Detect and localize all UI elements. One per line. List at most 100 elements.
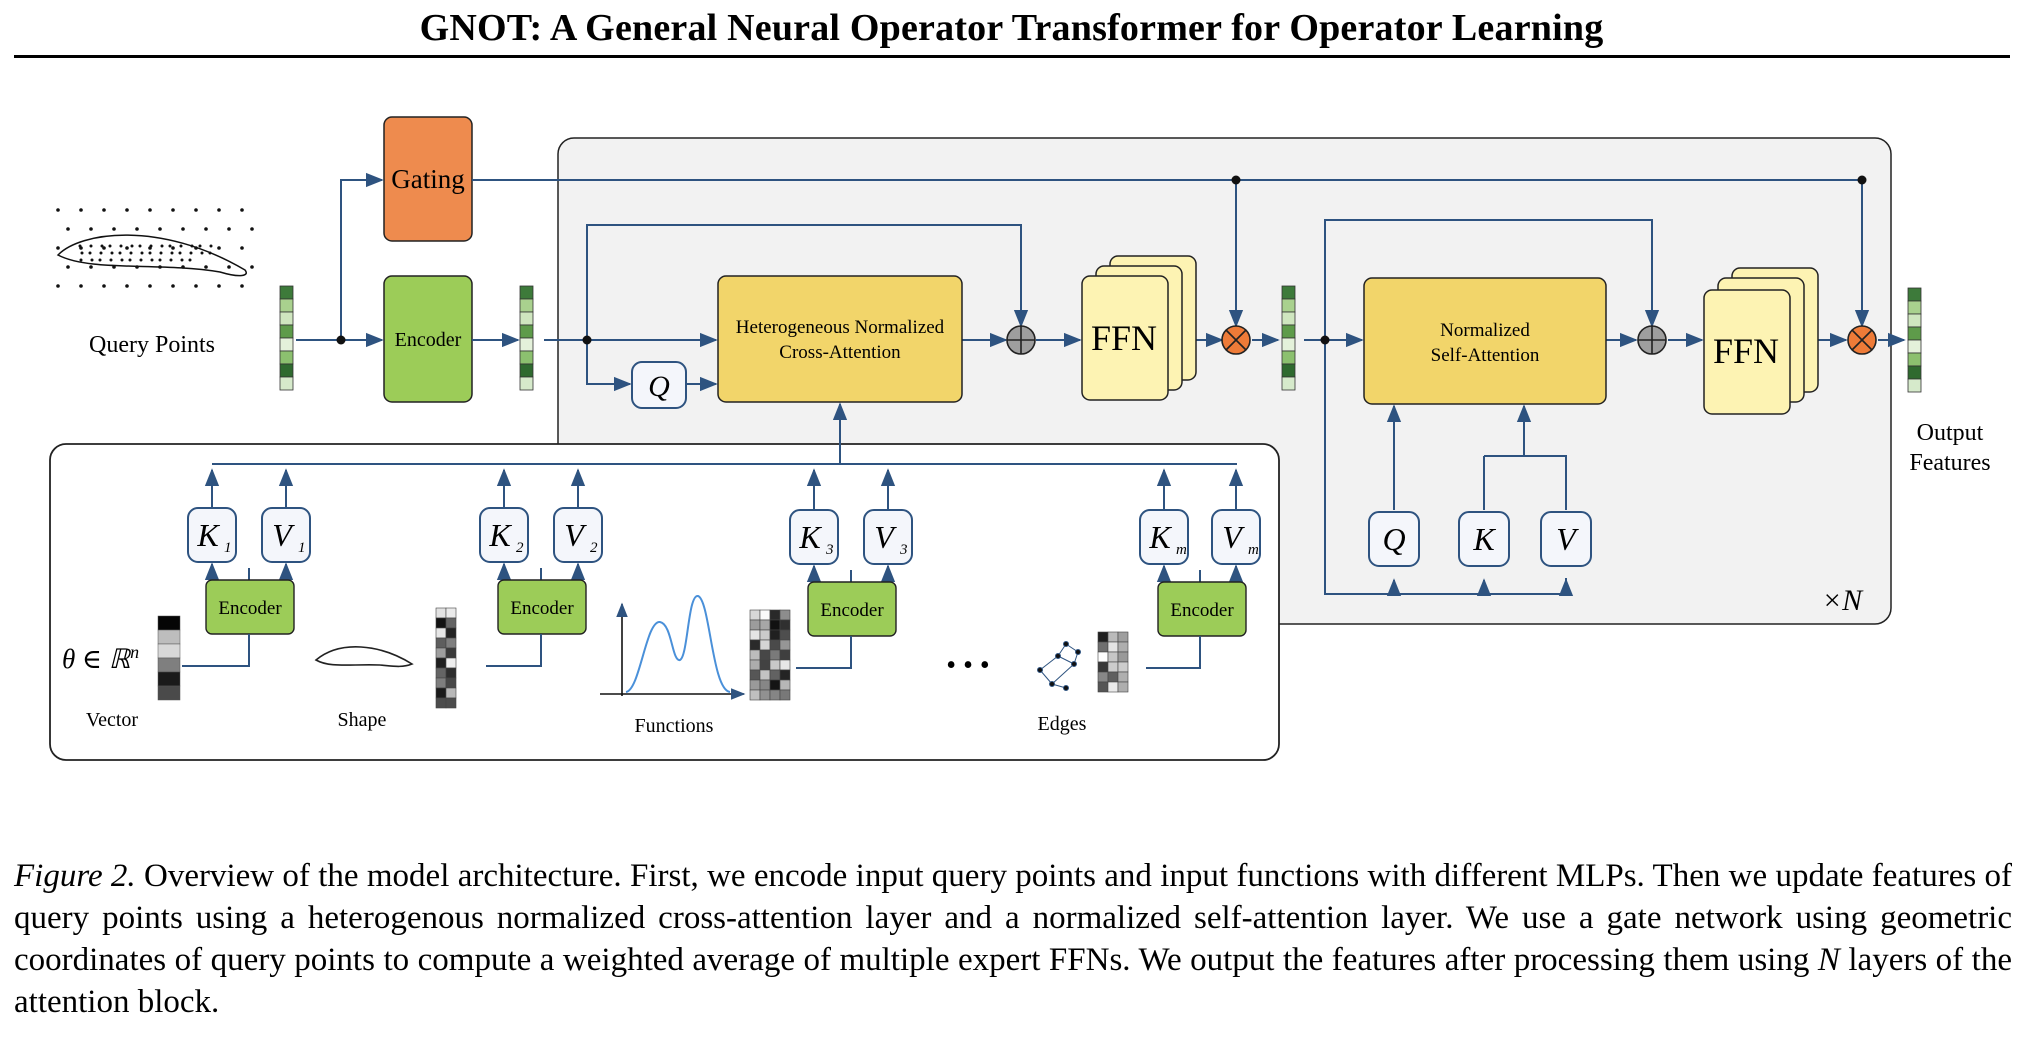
- ffn-stack-2: [1703, 267, 1819, 415]
- query-point-dot: [139, 258, 143, 262]
- self-attention-label-1: Normalized: [1440, 320, 1530, 341]
- cross-attention-label-2: Cross-Attention: [779, 342, 901, 363]
- grid-cell: [435, 637, 447, 649]
- key-subscript: m: [1176, 542, 1187, 558]
- query-point-dot: [189, 251, 193, 255]
- vector-input-bar: [157, 615, 181, 701]
- output-label-1: Output: [1917, 420, 1984, 446]
- value-subscript: 3: [899, 542, 908, 558]
- key-box: [187, 507, 237, 563]
- query-point-dot: [102, 284, 106, 288]
- grid-cell: [779, 629, 791, 641]
- feature-vector-cell: [1907, 300, 1922, 315]
- function-plot-icon: [600, 595, 746, 700]
- grid-cell: [749, 609, 761, 621]
- value-box: [553, 507, 603, 563]
- query-point-dot: [179, 244, 183, 248]
- vector-bar-cell: [157, 685, 181, 701]
- grid-cell: [749, 629, 761, 641]
- grid-cell: [749, 679, 761, 691]
- grid-cell: [445, 607, 457, 619]
- feature-vector-cell: [279, 376, 294, 391]
- query-point-dot: [120, 258, 124, 262]
- ffn-stack-1: [1081, 255, 1197, 401]
- query-point-dot: [158, 258, 162, 262]
- theta-label: θ ∈ ℝn: [62, 642, 139, 674]
- query-point-dot: [56, 208, 60, 212]
- vector-bar-cell: [157, 629, 181, 645]
- query-point-dot: [148, 251, 152, 255]
- kv-encoder-label: Encoder: [820, 600, 884, 621]
- query-point-dot: [90, 258, 94, 262]
- query-point-dot: [171, 246, 175, 250]
- grid-cell: [1107, 641, 1119, 653]
- output-label-2: Features: [1909, 450, 1990, 476]
- grid-cell: [1097, 641, 1109, 653]
- grid-cell: [435, 647, 447, 659]
- query-point-dot: [200, 251, 204, 255]
- feature-vector-cell: [1281, 324, 1296, 339]
- caption-text-1: Overview of the model architecture. Firs…: [14, 858, 2013, 978]
- grid-cell: [779, 609, 791, 621]
- value-label: V: [1222, 519, 1245, 555]
- feature-vector-cell: [1907, 339, 1922, 354]
- feature-vector-cell: [1281, 285, 1296, 300]
- cross-q-label: Q: [648, 370, 670, 403]
- grid-cell: [1097, 631, 1109, 643]
- feature-vectors: [279, 285, 1922, 393]
- query-point-dot: [118, 251, 122, 255]
- feature-vector-cell: [1907, 287, 1922, 302]
- grid-cell: [445, 657, 457, 669]
- grid-cell: [759, 659, 771, 671]
- grid-cell: [769, 649, 781, 661]
- query-point-dot: [79, 258, 83, 262]
- feature-vector-cell: [279, 337, 294, 352]
- figure-caption: Figure 2. Overview of the model architec…: [14, 855, 2012, 1023]
- input-functions-panel: [49, 443, 1280, 761]
- query-point-dot: [227, 265, 231, 269]
- query-point-dot: [130, 244, 134, 248]
- grid-cell: [769, 619, 781, 631]
- query-point-dot: [66, 227, 70, 231]
- grid-cell: [445, 617, 457, 629]
- self-attention-box: [1363, 277, 1607, 405]
- shape-airfoil-icon: [314, 646, 414, 668]
- query-point-dot: [171, 284, 175, 288]
- value-label: V: [874, 519, 897, 555]
- grid-cell: [759, 619, 771, 631]
- multiply-circle-2: [1847, 325, 1877, 355]
- feature-vector-cell: [1907, 313, 1922, 328]
- cross-attention-label-1: Heterogeneous Normalized: [736, 317, 945, 338]
- key-subscript: 2: [516, 540, 524, 556]
- query-point-dot: [135, 265, 139, 269]
- query-point-dot: [125, 246, 129, 250]
- grid-cell: [1117, 681, 1129, 693]
- grid-cell: [749, 669, 761, 681]
- value-box: [1211, 509, 1261, 565]
- grid-cell: [1107, 671, 1119, 683]
- grid-cell: [445, 697, 457, 709]
- shape-label: Shape: [338, 709, 387, 731]
- grid-cell: [769, 659, 781, 671]
- feature-vector-cell: [1281, 311, 1296, 326]
- query-point-dot: [89, 244, 93, 248]
- caption-text-2: layers of the attention block.: [14, 942, 2012, 1020]
- query-point-dot: [204, 265, 208, 269]
- query-point-dot: [102, 246, 106, 250]
- grid-cell: [1117, 671, 1129, 683]
- feature-vector-cell: [279, 311, 294, 326]
- paper-header-title: GNOT: A General Neural Operator Transfor…: [419, 7, 1604, 49]
- self-v-label: V: [1556, 521, 1579, 557]
- query-point-dot: [148, 284, 152, 288]
- query-point-dot: [99, 251, 103, 255]
- feature-vector-cell: [1281, 350, 1296, 365]
- key-subscript: 3: [825, 542, 834, 558]
- query-point-dot: [66, 265, 70, 269]
- query-point-dot: [158, 227, 162, 231]
- value-label: V: [564, 517, 587, 553]
- grid-cell: [435, 617, 447, 629]
- grid-cell: [759, 669, 771, 681]
- feature-vector-cell: [1281, 298, 1296, 313]
- feature-vector-cell: [279, 363, 294, 378]
- query-point-dot: [112, 265, 116, 269]
